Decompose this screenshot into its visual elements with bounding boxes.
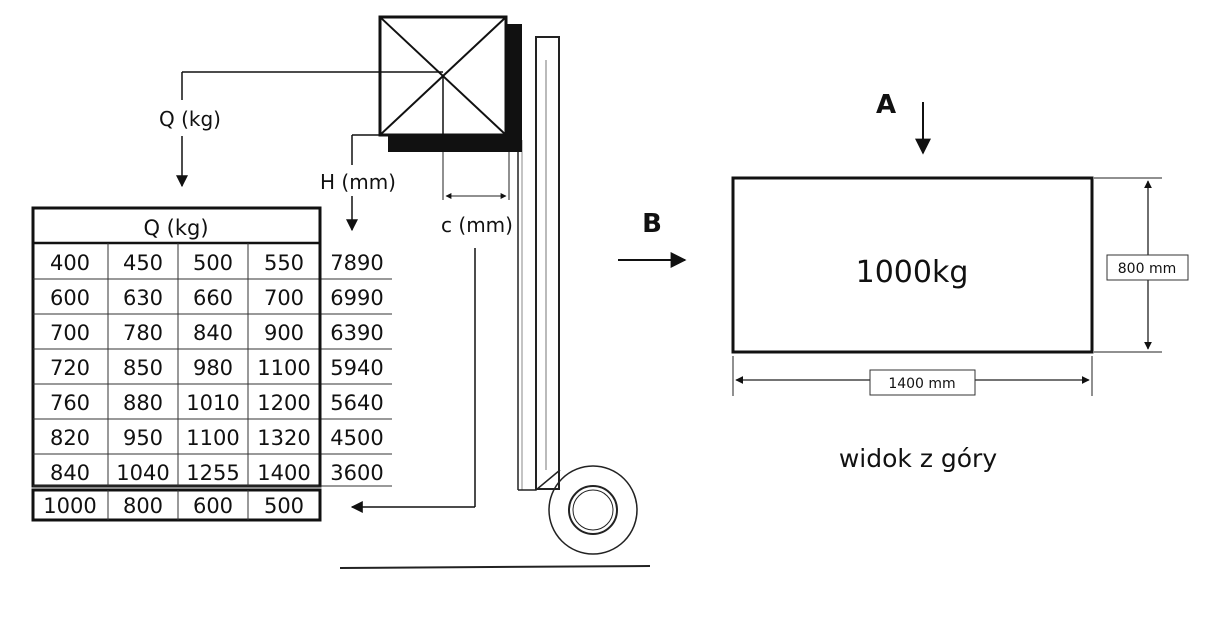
- table-cell-capacity: 1255: [186, 461, 239, 485]
- width-label: 800 mm: [1118, 261, 1176, 277]
- table-cell-load-center: 800: [123, 494, 163, 518]
- table-cell-capacity: 1400: [257, 461, 310, 485]
- load-pointer-arrow: [176, 71, 443, 188]
- length-label: 1400 mm: [888, 376, 955, 392]
- load-arrow-label: Q (kg): [159, 107, 221, 131]
- top-view: 1000kg A B 800 mm 1400 mm widok z góry: [618, 90, 1189, 473]
- table-cell-height: 3600: [330, 461, 383, 485]
- table-cell-capacity: 840: [193, 321, 233, 345]
- table-cell-capacity: 1200: [257, 391, 310, 415]
- top-view-caption: widok z góry: [839, 444, 997, 473]
- table-cell-capacity: 550: [264, 251, 304, 275]
- table-cell-capacity: 1100: [257, 356, 310, 380]
- table-cell-capacity: 850: [123, 356, 163, 380]
- table-cell-capacity: 400: [50, 251, 90, 275]
- table-cell-capacity: 820: [50, 426, 90, 450]
- table-cell-capacity: 630: [123, 286, 163, 310]
- table-cell-capacity: 780: [123, 321, 163, 345]
- mast-rail: [535, 36, 560, 490]
- load-box: [378, 15, 522, 152]
- table-cell-load-center: 1000: [43, 494, 96, 518]
- wheel: [548, 465, 638, 555]
- table-cell-height: 6390: [330, 321, 383, 345]
- table-cell-height: 5940: [330, 356, 383, 380]
- height-arrow-label: H (mm): [320, 170, 396, 194]
- table-cell-load-center: 500: [264, 494, 304, 518]
- table-cell-capacity: 1100: [186, 426, 239, 450]
- forklift-illustration: [339, 36, 651, 569]
- load-center-dimension: [442, 152, 510, 200]
- load-outline: [731, 176, 1094, 354]
- table-cell-height: 7890: [330, 251, 383, 275]
- table-cell-capacity: 500: [193, 251, 233, 275]
- table-cell-capacity: 1040: [116, 461, 169, 485]
- table-cell-capacity: 840: [50, 461, 90, 485]
- table-cell-capacity: 1320: [257, 426, 310, 450]
- table-cell-load-center: 600: [193, 494, 233, 518]
- table-cell-capacity: 760: [50, 391, 90, 415]
- center-label: c (mm): [441, 213, 513, 237]
- table-header: Q (kg): [143, 216, 208, 240]
- table-cell-capacity: 980: [193, 356, 233, 380]
- table-cell-capacity: 720: [50, 356, 90, 380]
- table-cell-capacity: 700: [264, 286, 304, 310]
- table-cell-capacity: 600: [50, 286, 90, 310]
- table-cell-capacity: 950: [123, 426, 163, 450]
- table-cell-capacity: 900: [264, 321, 304, 345]
- width-dimension: [1094, 177, 1189, 353]
- view-a-label: A: [876, 90, 896, 120]
- table-cell-capacity: 880: [123, 391, 163, 415]
- length-dimension: [732, 356, 1093, 396]
- table-cell-capacity: 450: [123, 251, 163, 275]
- table-cell-height: 4500: [330, 426, 383, 450]
- ground-line: [339, 565, 651, 569]
- view-b-label: B: [642, 209, 662, 239]
- center-pointer-arrow: [350, 248, 476, 513]
- load-label: 1000kg: [856, 255, 969, 290]
- table-cell-height: 5640: [330, 391, 383, 415]
- table-cell-capacity: 1010: [186, 391, 239, 415]
- table-cell-capacity: 700: [50, 321, 90, 345]
- table-cell-height: 6990: [330, 286, 383, 310]
- table-cell-capacity: 660: [193, 286, 233, 310]
- height-pointer-arrow: [346, 134, 380, 232]
- capacity-table: Q (kg) 400 450 500 550 7890 600 630 660 700 6990 7…: [31, 206, 392, 522]
